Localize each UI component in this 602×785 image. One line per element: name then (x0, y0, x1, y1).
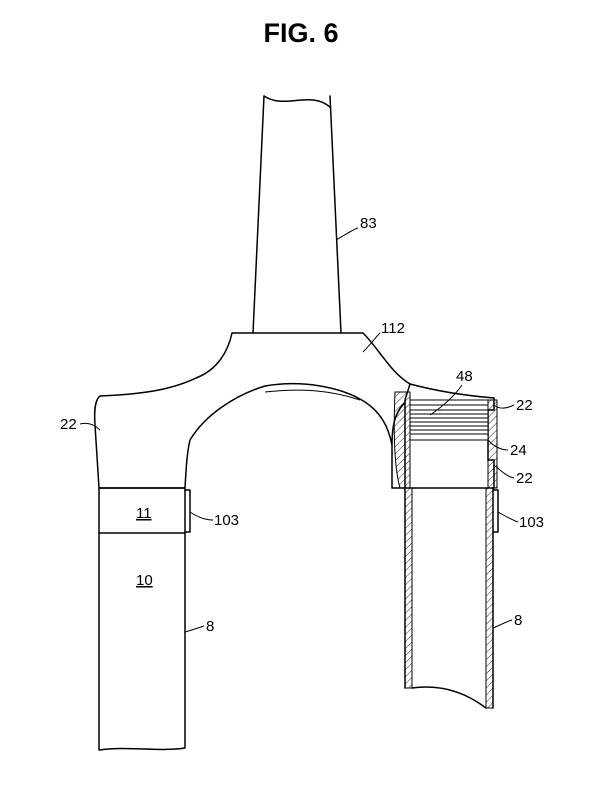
label-stanchion-body: 10 (136, 572, 153, 589)
label-tube-right: 8 (514, 612, 522, 629)
right-tube (404, 487, 494, 709)
leader-lines (79, 227, 519, 633)
steerer-tube (252, 95, 342, 334)
label-crown-left: 22 (60, 416, 77, 433)
label-tube-left: 8 (206, 618, 214, 635)
label-collar-right: 103 (519, 514, 544, 531)
label-insert: 24 (510, 442, 527, 459)
label-crown: 112 (381, 320, 405, 337)
figure-title: FIG. 6 (263, 18, 339, 48)
label-threads: 48 (456, 368, 473, 385)
left-collar (98, 487, 191, 534)
label-insert-part: 11 (136, 505, 152, 522)
right-collar (492, 489, 499, 533)
label-steerer: 83 (360, 215, 377, 232)
crown-right-section (393, 383, 498, 489)
left-tube (98, 532, 186, 751)
label-crown-right-top: 22 (516, 397, 533, 414)
label-crown-right-bottom: 22 (516, 470, 533, 487)
crown (93, 332, 411, 489)
label-collar-left: 103 (214, 512, 239, 529)
thread-section (409, 399, 489, 441)
